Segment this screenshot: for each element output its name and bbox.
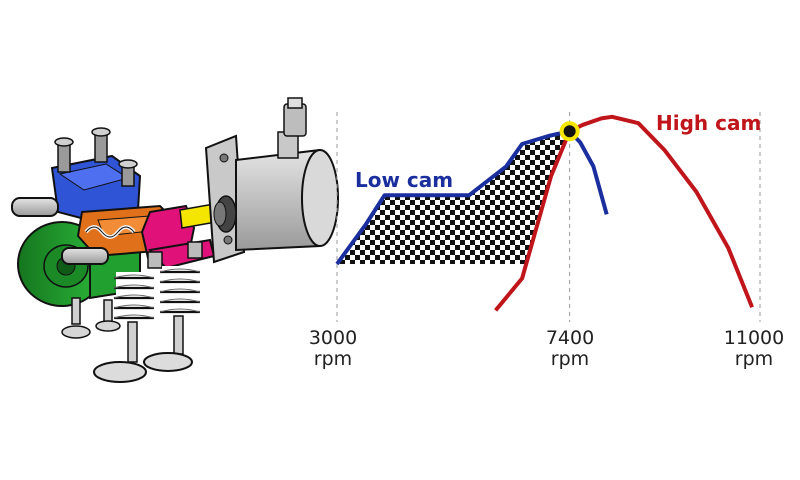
tick-7400-value: 7400 — [546, 327, 594, 349]
rocker-arm-blue — [11, 127, 142, 224]
high-cam-curve — [494, 114, 754, 312]
crossover-point — [559, 121, 580, 142]
solenoid-actuator-gray — [204, 97, 339, 264]
low-cam-curve — [335, 129, 609, 266]
tick-7400-unit: rpm — [551, 348, 589, 370]
tick-3000-unit: rpm — [314, 348, 352, 370]
valves — [61, 297, 193, 383]
high-cam-label: High cam — [656, 111, 761, 135]
rpm-gridlines — [336, 112, 761, 322]
rocker-arm-magenta — [140, 204, 216, 270]
x-axis-tick-labels: 3000 rpm 7400 rpm 11000 rpm — [309, 327, 784, 370]
crossover-shaded-area — [337, 131, 570, 264]
low-cam-label: Low cam — [355, 168, 453, 192]
valve-springs — [113, 266, 201, 324]
tick-3000-value: 3000 — [309, 327, 357, 349]
rpm-chart: Low cam High cam 3000 rpm 7400 rpm 11000… — [309, 111, 784, 370]
vtec-mechanism-illustration — [11, 97, 339, 383]
tick-11000-unit: rpm — [735, 348, 773, 370]
tick-11000-value: 11000 — [724, 327, 784, 349]
